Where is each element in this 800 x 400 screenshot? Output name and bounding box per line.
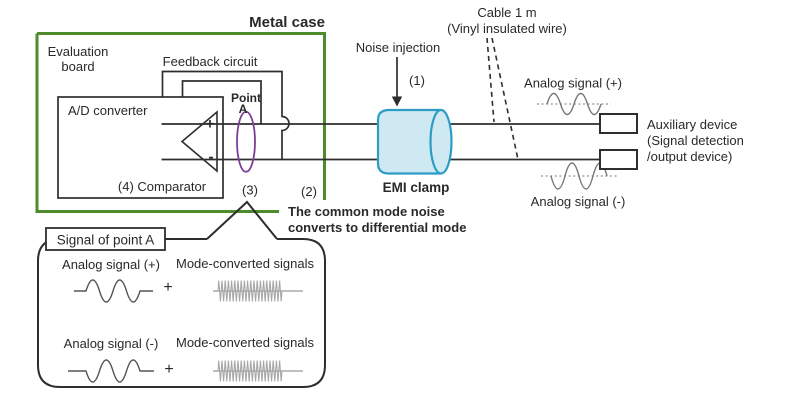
callout-row1-plus: +: [163, 279, 172, 296]
evaluation-board-label-line2: board: [61, 59, 94, 74]
callout-row2-plus: +: [164, 361, 173, 378]
point-a-label-line1: Point: [231, 91, 261, 105]
comparator-plus-input: +: [206, 116, 215, 133]
auxiliary-device-box-bottom: [599, 149, 638, 170]
callout-title-box: [45, 227, 166, 251]
callout-bubble-fill: [38, 239, 325, 387]
ad-converter-label: A/D converter: [68, 103, 148, 118]
analog-signal-minus-label: Analog signal (-): [531, 194, 626, 209]
marker-3: (3): [242, 183, 258, 198]
callout-title: Signal of point A: [57, 233, 155, 248]
evaluation-board-label-line1: Evaluation: [48, 44, 109, 59]
mode-conversion-note-line2: converts to differential mode: [288, 220, 466, 235]
callout-bubble-border: [37, 238, 326, 388]
metal-case-border: [35, 32, 326, 213]
callout-bubble-tail: [206, 200, 278, 240]
feedback-circuit-label: Feedback circuit: [163, 54, 258, 69]
callout-row2-sine: [68, 359, 154, 383]
callout-row2-label: Analog signal (-): [64, 336, 159, 351]
emi-clamp-body: [376, 108, 441, 175]
feedback-loop-inner: [181, 80, 262, 124]
callout-row1-mode-label: Mode-converted signals: [176, 256, 315, 271]
cable-label-line2: (Vinyl insulated wire): [447, 21, 567, 36]
marker-2: (2): [301, 184, 317, 199]
comparator-minus-input: -: [209, 149, 214, 166]
point-a-label-line2: A: [239, 102, 248, 116]
emi-clamp-cap: [429, 108, 453, 175]
auxiliary-device-box-top: [599, 113, 638, 134]
callout-row1-label: Analog signal (+): [62, 257, 160, 272]
analog-minus-waveform: [550, 162, 608, 190]
callout-row2-burst-waveform: [217, 360, 283, 382]
callout-row1-sine: [74, 279, 153, 303]
feedback-loop-outer: [161, 70, 290, 160]
cable-label-line1: Cable 1 m: [477, 5, 536, 20]
auxiliary-device-label-line1: Auxiliary device: [647, 117, 737, 132]
auxiliary-device-label-line2: (Signal detection: [647, 133, 744, 148]
noise-injection-label: Noise injection: [356, 40, 441, 55]
cable-pointer-line-bottom: [491, 37, 519, 160]
mode-conversion-note-line1: The common mode noise: [288, 204, 445, 219]
cable-pointer-line-top: [486, 37, 495, 123]
metal-case-label: Metal case: [249, 14, 325, 31]
marker-1: (1): [409, 73, 425, 88]
comparator-triangle: [180, 110, 218, 173]
point-a-ellipse: [236, 110, 256, 173]
emi-clamp-label: EMI clamp: [383, 180, 450, 195]
noise-injection-arrow-head: [391, 96, 403, 107]
analog-plus-waveform: [546, 92, 602, 116]
auxiliary-device-label-line3: /output device): [647, 149, 732, 164]
comparator-label: (4) Comparator: [118, 179, 207, 194]
analog-signal-plus-label: Analog signal (+): [524, 76, 622, 91]
callout-row1-burst-waveform: [217, 280, 283, 302]
callout-row2-mode-label: Mode-converted signals: [176, 335, 315, 350]
